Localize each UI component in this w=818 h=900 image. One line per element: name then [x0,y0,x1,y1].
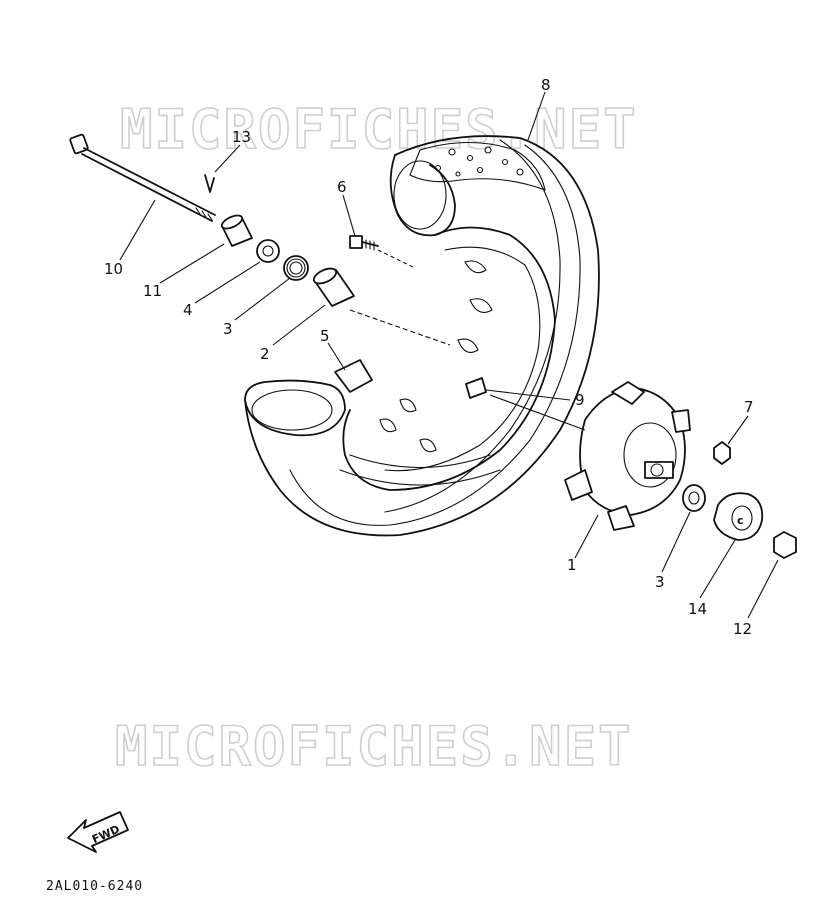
axle-shaft [69,133,216,222]
axle-nut [773,531,797,559]
callout-12: 12 [733,620,752,638]
oil-seal [256,239,280,263]
callout-13: 13 [232,128,251,146]
callout-10: 10 [104,260,123,278]
watermark-top: MICROFICHES.NET [120,98,638,161]
callout-14: 14 [688,600,707,618]
callout-1: 1 [567,556,577,574]
watermark-bottom: MICROFICHES.NET [115,715,633,778]
callout-8: 8 [541,76,551,94]
forward-label: FWD [90,823,122,847]
nut-small [713,441,731,465]
leader-lines [119,91,779,619]
bolt [349,235,416,269]
callout-5: 5 [320,327,330,345]
bearing-left [283,255,309,281]
callout-2: 2 [260,345,270,363]
diagram-code: 2AL010-6240 [46,879,143,894]
callout-6: 6 [337,178,347,196]
spacer [312,267,355,307]
callout-3-right: 3 [655,573,665,591]
valve [465,377,487,399]
forward-direction-arrow: FWD [67,811,129,853]
callout-7: 7 [744,398,754,416]
callout-4: 4 [183,301,193,319]
hub [564,381,691,531]
collar [220,214,253,247]
meter-clutch-mark: c [737,514,744,527]
meter-clutch: c [713,492,764,541]
cotter-pin [204,174,215,193]
callout-11: 11 [143,282,162,300]
balancing-weight [334,359,373,393]
callout-3-left: 3 [223,320,233,338]
wheel-tire-assembly [244,135,600,537]
bearing-right [682,484,706,512]
callout-9: 9 [575,391,585,409]
